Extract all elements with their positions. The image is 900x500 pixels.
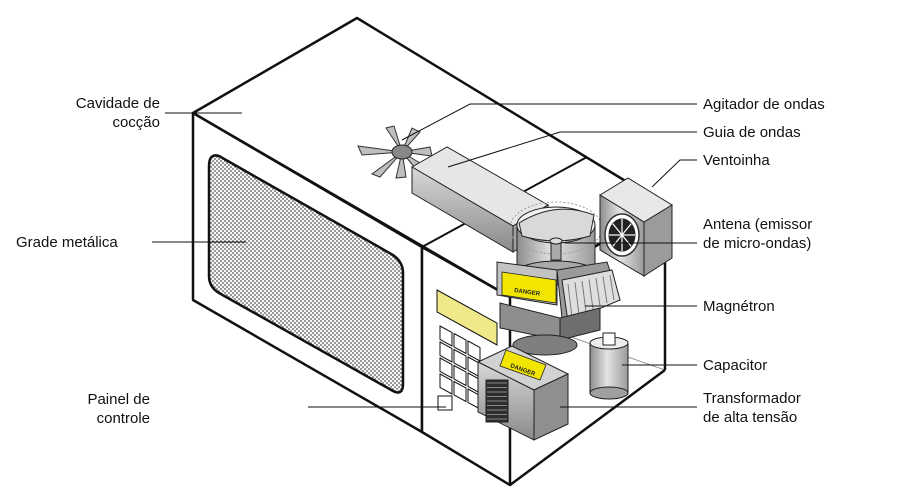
label-magnetron: Magnétron [703, 298, 775, 315]
label-waveguide: Guia de ondas [703, 124, 801, 141]
label-transformer: Transformador de alta tensão [703, 390, 801, 426]
magnetron-fin [588, 279, 594, 310]
keypad-key [453, 364, 467, 387]
leader-stirrer [401, 103, 697, 141]
control-panel [436, 289, 498, 411]
leader-lines [152, 103, 697, 408]
magnetron-fin [581, 280, 587, 313]
label-control-panel: Painel de controle [87, 391, 150, 427]
transformer-warning-sticker [499, 349, 547, 381]
label-capacitor: Capacitor [703, 357, 768, 374]
keypad-key [439, 325, 453, 347]
panel-display [436, 289, 498, 346]
keypad-key [453, 348, 467, 371]
magnetron-fin [609, 274, 615, 301]
leader-waveguide [447, 131, 697, 168]
metal-grid-window [207, 154, 405, 394]
label-cooking-cavity: Cavidade de cocção [75, 95, 160, 131]
magnetron-warning-text: DANGER [514, 288, 541, 298]
panel-keypad [439, 325, 481, 410]
keypad-key [453, 332, 467, 355]
leader-fan [651, 159, 697, 188]
label-metal-grid: Grade metálica [16, 234, 118, 251]
fan-blade [612, 223, 623, 236]
keypad-key [453, 380, 467, 403]
magnetron-fin [567, 283, 573, 319]
magnetron-fin [574, 282, 580, 316]
label-wave-stirrer: Agitador de ondas [703, 96, 825, 113]
magnetron-fin [602, 276, 608, 304]
keypad-key [439, 373, 453, 395]
keypad-key [439, 341, 453, 363]
fan-blade [621, 223, 632, 236]
panel-bottom-button [437, 395, 453, 411]
fan-blade [621, 234, 632, 247]
antenna-pin [549, 237, 563, 261]
keypad-key [439, 357, 453, 379]
fan-shape [599, 177, 673, 277]
label-antenna: Antena (emissor de micro-ondas) [703, 216, 813, 252]
label-fan: Ventoinha [703, 152, 770, 169]
fan-blade [612, 234, 623, 247]
magnetron-fin [595, 277, 601, 307]
capacitor-shape [589, 332, 629, 400]
magnetron-warning-sticker [501, 271, 557, 304]
